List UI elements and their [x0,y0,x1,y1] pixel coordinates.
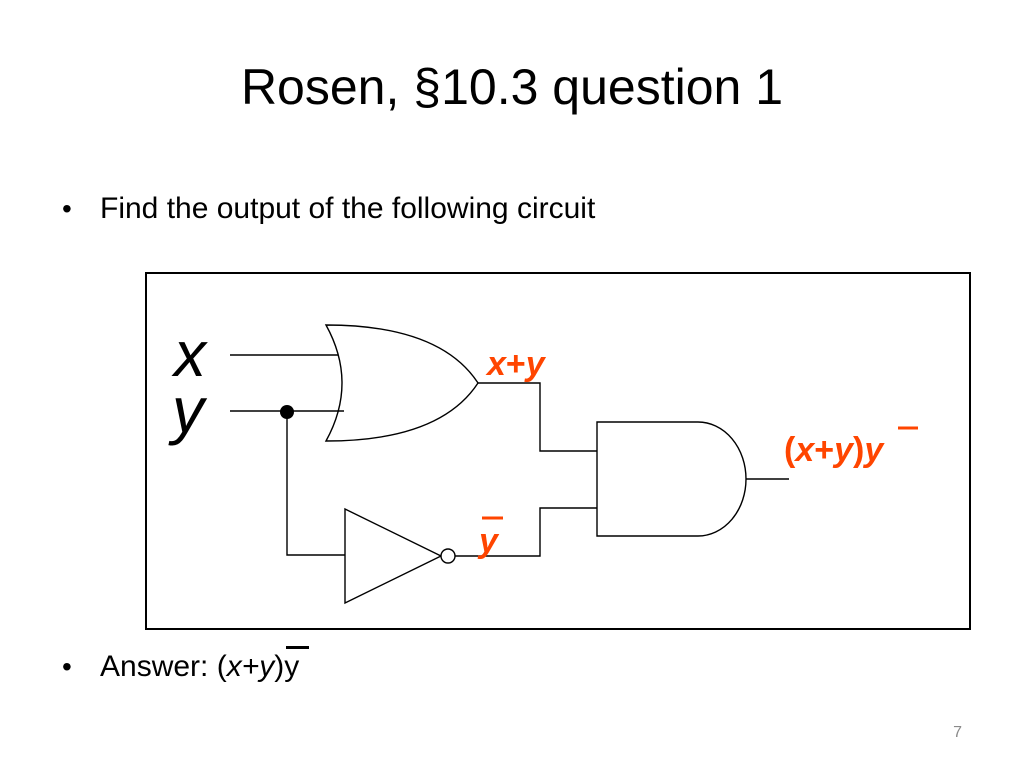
and-gate [596,421,747,537]
wire-y-to-not [286,411,345,556]
page-number: 7 [953,724,962,741]
answer-text: Answer: (x+y)y [100,646,310,683]
answer-ybar: y [284,646,310,683]
not-gate [344,507,443,605]
or-output-label: x+y [485,345,547,383]
wire-not-to-and [455,507,597,557]
bullet-item-answer: • Answer: (x+y)y [62,646,310,683]
not-output-label: y [477,522,500,560]
wire-or-to-and [478,382,597,452]
input-y-label: y [168,374,208,446]
bullet-text: Find the output of the following circuit [100,192,596,225]
answer-close: ) [274,650,285,683]
answer-x: x [226,650,242,683]
answer-y: y [259,650,275,683]
input-x-label: x [171,318,208,390]
not-gate-bubble [440,548,456,564]
bullet-item-prompt: • Find the output of the following circu… [62,194,595,224]
bullet-marker: • [62,193,72,224]
answer-plus: + [241,650,260,683]
or-gate [324,324,479,442]
circuit-diagram-frame [145,272,971,630]
and-output-label: (x+y)y [784,431,885,469]
slide-title: Rosen, §10.3 question 1 [240,59,784,115]
junction-dot [280,405,294,419]
answer-prefix: Answer: ( [100,650,227,683]
bullet-marker: • [62,651,72,682]
